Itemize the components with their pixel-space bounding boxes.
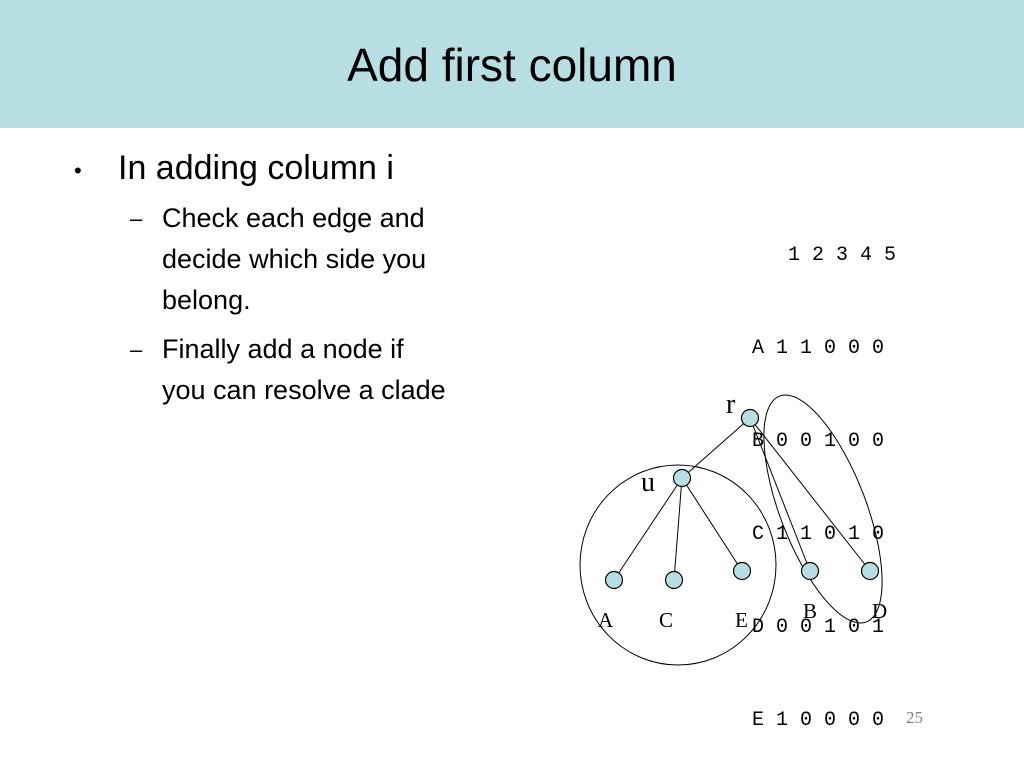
sub-bullet-line: you can resolve a clade — [162, 375, 446, 405]
sub-bullet-1: – Check each edge and decide which side … — [74, 198, 544, 321]
bullet-dot-icon: • — [74, 158, 82, 183]
sub-bullet-line: belong. — [162, 285, 251, 315]
matrix-row: E 1 0 0 0 0 — [752, 709, 885, 732]
dash-icon: – — [130, 206, 143, 231]
page-number: 25 — [906, 708, 923, 727]
label-u: u — [641, 467, 655, 498]
sub-bullet-line: Finally add a node if — [162, 334, 404, 364]
node-b — [800, 561, 820, 581]
bullet-list: • In adding column i – Check each edge a… — [74, 146, 544, 411]
sub-bullet-2: – Finally add a node if you can resolve … — [74, 329, 544, 411]
bullet-main: • In adding column i — [74, 146, 544, 190]
edge-u-c — [673, 477, 683, 581]
node-e — [732, 561, 752, 581]
edge-r-b — [749, 417, 811, 572]
character-matrix: 1 2 3 4 5 A 1 1 0 0 0 B 0 0 1 0 0 C 1 1 … — [752, 178, 896, 767]
matrix-header: 1 2 3 4 5 — [776, 244, 897, 267]
clade-ellipse-r — [763, 394, 883, 624]
node-a — [604, 570, 624, 590]
matrix-row: D 0 0 1 0 1 — [752, 616, 885, 639]
node-r — [740, 408, 760, 428]
label-a: A — [598, 608, 614, 632]
label-d: D — [872, 599, 887, 623]
label-e: E — [735, 608, 748, 632]
edge-u-a — [613, 477, 683, 581]
edge-r-d — [749, 417, 871, 572]
clade-ellipse-u — [579, 464, 777, 666]
edge-u-e — [681, 477, 743, 572]
label-b: B — [803, 599, 817, 623]
label-c: C — [659, 608, 673, 632]
dash-icon: – — [130, 337, 143, 362]
sub-bullet-line: Check each edge and — [162, 203, 425, 233]
bullet-main-text: In adding column i — [118, 149, 394, 187]
edge-r-u — [681, 417, 751, 479]
node-u — [672, 468, 692, 488]
matrix-row: A 1 1 0 0 0 — [752, 337, 885, 360]
node-c — [664, 570, 684, 590]
label-r: r — [726, 389, 736, 420]
title-bar — [0, 0, 1024, 128]
sub-bullet-line: decide which side you — [162, 244, 427, 274]
node-d — [860, 561, 880, 581]
slide-title: Add first column — [347, 39, 677, 91]
